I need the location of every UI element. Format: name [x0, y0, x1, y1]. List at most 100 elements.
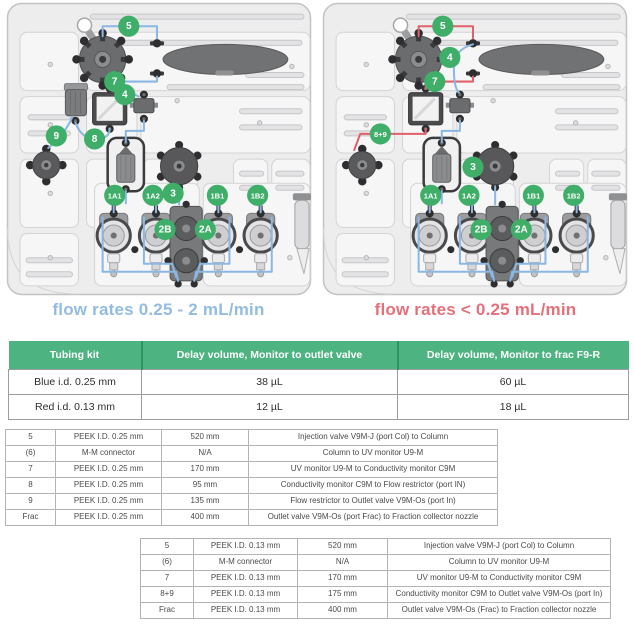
flow-path-badge-5: 5 [118, 15, 140, 37]
tubing-table-cell: PEEK I.D. 0.13 mm [193, 538, 298, 555]
tubing-table-cell: Outlet valve V9M-Os (port Frac) to Fract… [248, 509, 498, 526]
column-valve [472, 140, 518, 192]
tubing-table-cell: 7 [5, 461, 56, 478]
svg-text:7: 7 [112, 77, 118, 88]
flow-path-badge-7: 7 [424, 70, 446, 93]
svg-text:1A1: 1A1 [108, 191, 122, 200]
pump-rinse-block [480, 200, 524, 288]
tubing-table-cell: PEEK I.D. 0.25 mm [55, 461, 162, 478]
svg-text:1B1: 1B1 [210, 191, 224, 200]
tubing-table-cell: 175 mm [297, 586, 388, 603]
pump-head [558, 205, 595, 278]
tubing-table-cell: 5 [5, 429, 56, 446]
delay-column-header: Delay volume, Monitor to outlet valve [140, 341, 398, 370]
svg-text:2A: 2A [515, 225, 528, 236]
flow-path-badge-5: 5 [432, 15, 454, 37]
delay-column-header: Tubing kit [8, 341, 142, 370]
tubing-table-cell: Flow restrictor to Outlet valve V9M-Os (… [248, 493, 498, 510]
delay-table-cell: 18 µL [397, 394, 629, 420]
tubing-table-cell: UV monitor U9-M to Conductivity monitor … [248, 461, 498, 478]
tubing-table-cell: Column to UV monitor U9-M [387, 554, 611, 571]
fraction-collector-tube [608, 193, 627, 274]
tubing-table-cell: Column to UV monitor U9-M [248, 445, 498, 462]
delay-column-header: Delay volume, Monitor to frac F9-R [396, 341, 629, 370]
flow-path-badge-4: 4 [114, 84, 136, 106]
delay-table-cell: 12 µL [141, 394, 398, 420]
outlet-valve [25, 144, 67, 186]
flow-path-badge-4: 4 [439, 46, 461, 68]
tubing-table-cell: 95 mm [161, 477, 249, 494]
outlet-valve [341, 144, 383, 186]
flow-path-badge-1B2: 1B2 [247, 184, 269, 206]
delay-table-cell: 60 µL [397, 369, 629, 395]
svg-text:3: 3 [170, 188, 176, 199]
tubing-table-cell: (6) [5, 445, 56, 462]
tubing-table-cell: M-M connector [193, 554, 298, 571]
svg-text:4: 4 [447, 52, 453, 63]
tubing-table-cell: 7 [140, 570, 194, 587]
tubing-table-cell: PEEK I.D. 0.25 mm [55, 429, 162, 446]
svg-text:1B2: 1B2 [567, 191, 581, 200]
svg-text:1B1: 1B1 [526, 191, 540, 200]
svg-text:7: 7 [432, 77, 438, 88]
flow-path-badge-1A1: 1A1 [104, 184, 126, 206]
flow-path-badge-9: 9 [45, 125, 67, 147]
svg-text:1A2: 1A2 [462, 191, 476, 200]
tubing-table-cell: 520 mm [161, 429, 249, 446]
svg-text:5: 5 [440, 21, 446, 32]
tubing [47, 25, 273, 282]
delay-table-cell: Blue i.d. 0.25 mm [8, 369, 142, 395]
pump-head [411, 205, 448, 278]
svg-text:2B: 2B [159, 225, 172, 236]
tubing-table-cell: Frac [5, 509, 56, 526]
tubing-table-cell: UV monitor U9-M to Conductivity monitor … [387, 570, 611, 587]
tubing-table-cell: Outlet valve V9M-Os (Frac) to Fraction c… [387, 602, 611, 619]
flow-path-badge-1B1: 1B1 [206, 184, 228, 206]
flow-path-badge-3: 3 [462, 156, 484, 178]
tubing-table-cell: Injection valve V9M-J (port Col) to Colu… [248, 429, 498, 446]
tubing-table-cell: N/A [297, 554, 388, 571]
svg-text:2A: 2A [199, 225, 212, 236]
tubing-table-cell: N/A [161, 445, 249, 462]
flow-path-badge-1B2: 1B2 [563, 184, 585, 206]
column-valve [156, 140, 202, 192]
tubing-table-cell: 5 [140, 538, 194, 555]
fraction-collector-tube [292, 193, 311, 274]
svg-text:1A2: 1A2 [146, 191, 160, 200]
tubing-table-cell: 400 mm [161, 509, 249, 526]
flow-path-badge-2B: 2B [470, 218, 492, 241]
tubing-table-cell: PEEK I.D. 0.25 mm [55, 493, 162, 510]
conductivity-monitor [445, 90, 474, 123]
tubing-table-cell: 9 [5, 493, 56, 510]
flow-path-badge-1A1: 1A1 [420, 184, 442, 206]
tubing-table-cell: Conductivity monitor C9M to Flow restric… [248, 477, 498, 494]
flow-rate-caption-red: flow rates < 0.25 mL/min [374, 300, 577, 319]
svg-text:1B2: 1B2 [251, 191, 265, 200]
tubing-table-cell: PEEK I.D. 0.25 mm [55, 509, 162, 526]
flow-path-badge-2B: 2B [154, 218, 176, 241]
pump-head [242, 205, 279, 278]
column-holder [478, 43, 605, 76]
delay-table-cell: Red i.d. 0.13 mm [8, 394, 142, 420]
svg-text:5: 5 [126, 21, 132, 32]
tubing-table-cell: PEEK I.D. 0.13 mm [193, 602, 298, 619]
tubing-table-cell: 170 mm [297, 570, 388, 587]
flow-restrictor [63, 83, 89, 125]
tubing-table-cell: PEEK I.D. 0.13 mm [193, 570, 298, 587]
column-ports [465, 39, 481, 78]
flow-path-badge-1A2: 1A2 [458, 184, 480, 206]
